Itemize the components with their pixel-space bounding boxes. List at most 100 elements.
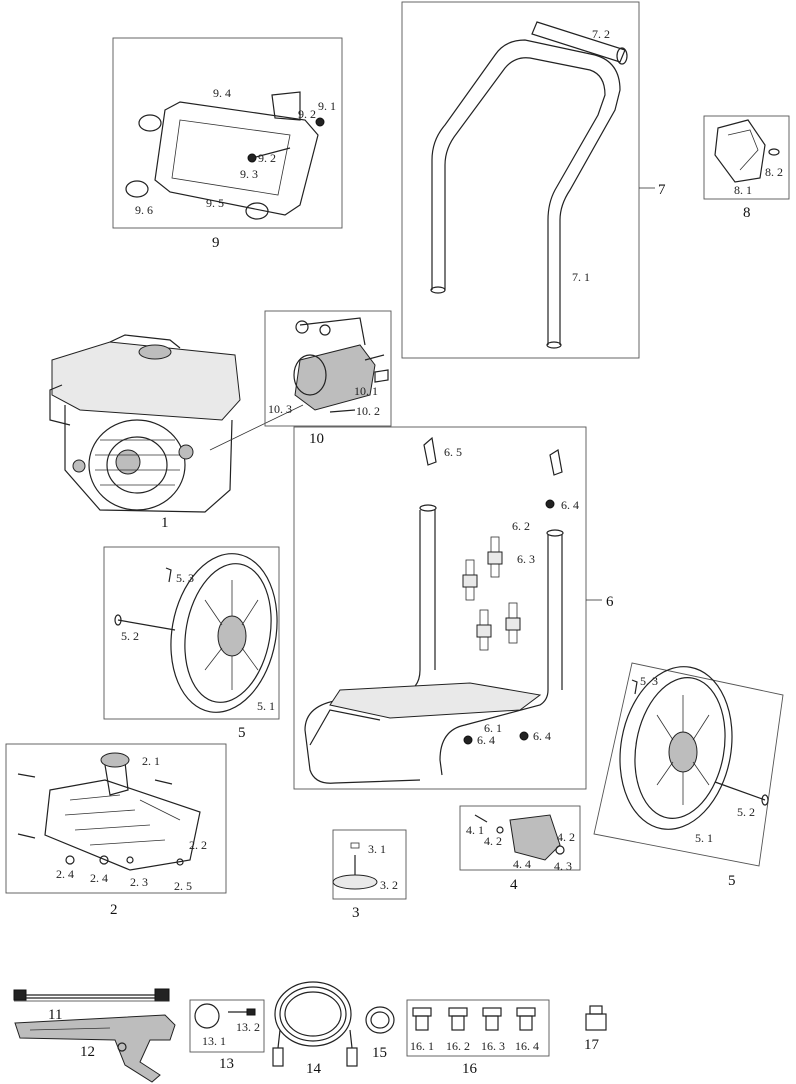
label-9-2b: 9. 2 [258, 151, 276, 165]
group-12-spray-gun: 12 [14, 1014, 176, 1083]
label-3-2: 3. 2 [380, 878, 398, 892]
label-3: 3 [352, 905, 360, 921]
label-8: 8 [743, 205, 751, 221]
label-9-4: 9. 4 [213, 86, 231, 100]
label-2-3: 2. 3 [130, 875, 148, 889]
label-16-3: 16. 3 [481, 1039, 505, 1053]
seal-ring [365, 1006, 395, 1034]
group-9-mounting-plate: 9. 4 9. 2 9. 1 9. 2 9. 3 9. 6 9. 5 9 [112, 37, 343, 251]
label-5-3: 5. 3 [176, 571, 194, 585]
wheel-5-1 [170, 553, 278, 713]
label-6-4: 6. 4 [561, 498, 579, 512]
base-plate-6-1 [329, 682, 542, 719]
label-9-3: 9. 3 [240, 167, 258, 181]
label-6-3: 6. 3 [517, 552, 535, 566]
label-4-1: 4. 1 [466, 823, 484, 837]
wheel-5-1b [619, 666, 733, 830]
group-5-frame-right [593, 662, 784, 867]
label-4-2: 4. 2 [484, 834, 502, 848]
bolts-6-3 [462, 536, 521, 651]
label-9-1: 9. 1 [318, 99, 336, 113]
label-9-6: 9. 6 [135, 203, 153, 217]
label-5-2: 5. 2 [121, 629, 139, 643]
axle-5-2 [117, 619, 176, 631]
label-2-4a: 2. 4 [56, 867, 74, 881]
label-5-2b: 5. 2 [737, 805, 755, 819]
label-12: 12 [80, 1044, 95, 1060]
group-1-engine: 1 [49, 334, 304, 531]
group-11-lance: 11 [13, 988, 170, 1023]
label-16-4: 16. 4 [515, 1039, 539, 1053]
label-2-1: 2. 1 [142, 754, 160, 768]
group-5-frame-left [103, 546, 280, 720]
spray-gun [14, 1014, 176, 1083]
recoil-starter [88, 419, 186, 511]
adapter-17 [589, 1005, 603, 1015]
nozzle-16-3 [482, 1007, 502, 1031]
group-6-frame-box [293, 426, 587, 790]
label-16-2: 16. 2 [446, 1039, 470, 1053]
label-4-2b: 4. 2 [557, 830, 575, 844]
fuel-cap [138, 344, 172, 360]
group-6-frame: 6. 5 6. 4 6. 2 6. 3 6. 1 6. 4 6. 4 6 [293, 426, 614, 790]
label-2-5: 2. 5 [174, 879, 192, 893]
label-16: 16 [462, 1061, 478, 1077]
label-6-4c: 6. 4 [533, 729, 551, 743]
label-13: 13 [219, 1056, 234, 1072]
plate-9-5 [154, 101, 319, 216]
washer-2-4 [65, 855, 75, 865]
label-1: 1 [161, 515, 169, 531]
group-7-frame [401, 1, 640, 359]
label-6: 6 [606, 594, 614, 610]
label-2: 2 [110, 902, 118, 918]
group-2-frame [5, 743, 227, 894]
label-8-1: 8. 1 [734, 183, 752, 197]
group-16-nozzles: 16. 1 16. 2 16. 3 16. 4 16 [406, 999, 550, 1077]
nozzle-16-4 [516, 1007, 536, 1031]
pin-5-3 [165, 567, 172, 583]
label-10-1: 10. 1 [354, 384, 378, 398]
label-6-4b: 6. 4 [477, 733, 495, 747]
label-9-5: 9. 5 [206, 196, 224, 210]
group-5-wheel-left: 5. 3 5. 2 5. 1 5 [103, 546, 280, 741]
label-4-4: 4. 4 [513, 857, 531, 871]
group-4-bracket: 4. 1 4. 2 4. 2 4. 4 4. 3 4 [459, 805, 581, 893]
label-6-1: 6. 1 [484, 721, 502, 735]
label-16-1: 16. 1 [410, 1039, 434, 1053]
group-7-handle: 7. 2 7. 1 7 [401, 1, 666, 359]
clip-6-5 [423, 436, 437, 466]
label-5-1b: 5. 1 [695, 831, 713, 845]
group-10-pump: 10. 1 10. 2 10. 3 10 [264, 310, 392, 447]
label-4: 4 [510, 877, 518, 893]
part-13-1 [194, 1003, 220, 1029]
label-6-5: 6. 5 [444, 445, 462, 459]
bracket-4-4 [509, 814, 561, 861]
holder-8-1 [714, 119, 766, 183]
label-10-3: 10. 3 [268, 402, 292, 416]
group-4-frame [459, 805, 581, 871]
label-10-2: 10. 2 [356, 404, 380, 418]
cover-2-2 [44, 779, 201, 871]
group-17-adapter: 17 [584, 1005, 607, 1053]
frame-tube-left [304, 510, 421, 784]
bolt-9-3 [251, 147, 291, 159]
hose-coil [274, 981, 352, 1047]
nozzle-16-2 [448, 1007, 468, 1031]
group-14-hose: 14 [272, 981, 358, 1077]
bracket-9-4 [271, 91, 301, 121]
label-7-2: 7. 2 [592, 27, 610, 41]
label-5-1: 5. 1 [257, 699, 275, 713]
group-15-ring: 15 [365, 1006, 395, 1061]
label-7-1: 7. 1 [572, 270, 590, 284]
group-3-foot: 3. 1 3. 2 3 [332, 829, 407, 921]
handle-tube-7-1 [431, 39, 621, 345]
rubber-mount-9-6 [138, 114, 162, 132]
axle-5-2b [714, 781, 766, 801]
label-11: 11 [48, 1007, 62, 1023]
label-5: 5 [238, 725, 246, 741]
label-10: 10 [309, 431, 324, 447]
cap-2-1 [100, 752, 130, 768]
label-5b: 5 [728, 873, 736, 889]
group-5-wheel-right: 5. 3 5. 2 5. 1 5 [593, 662, 784, 889]
